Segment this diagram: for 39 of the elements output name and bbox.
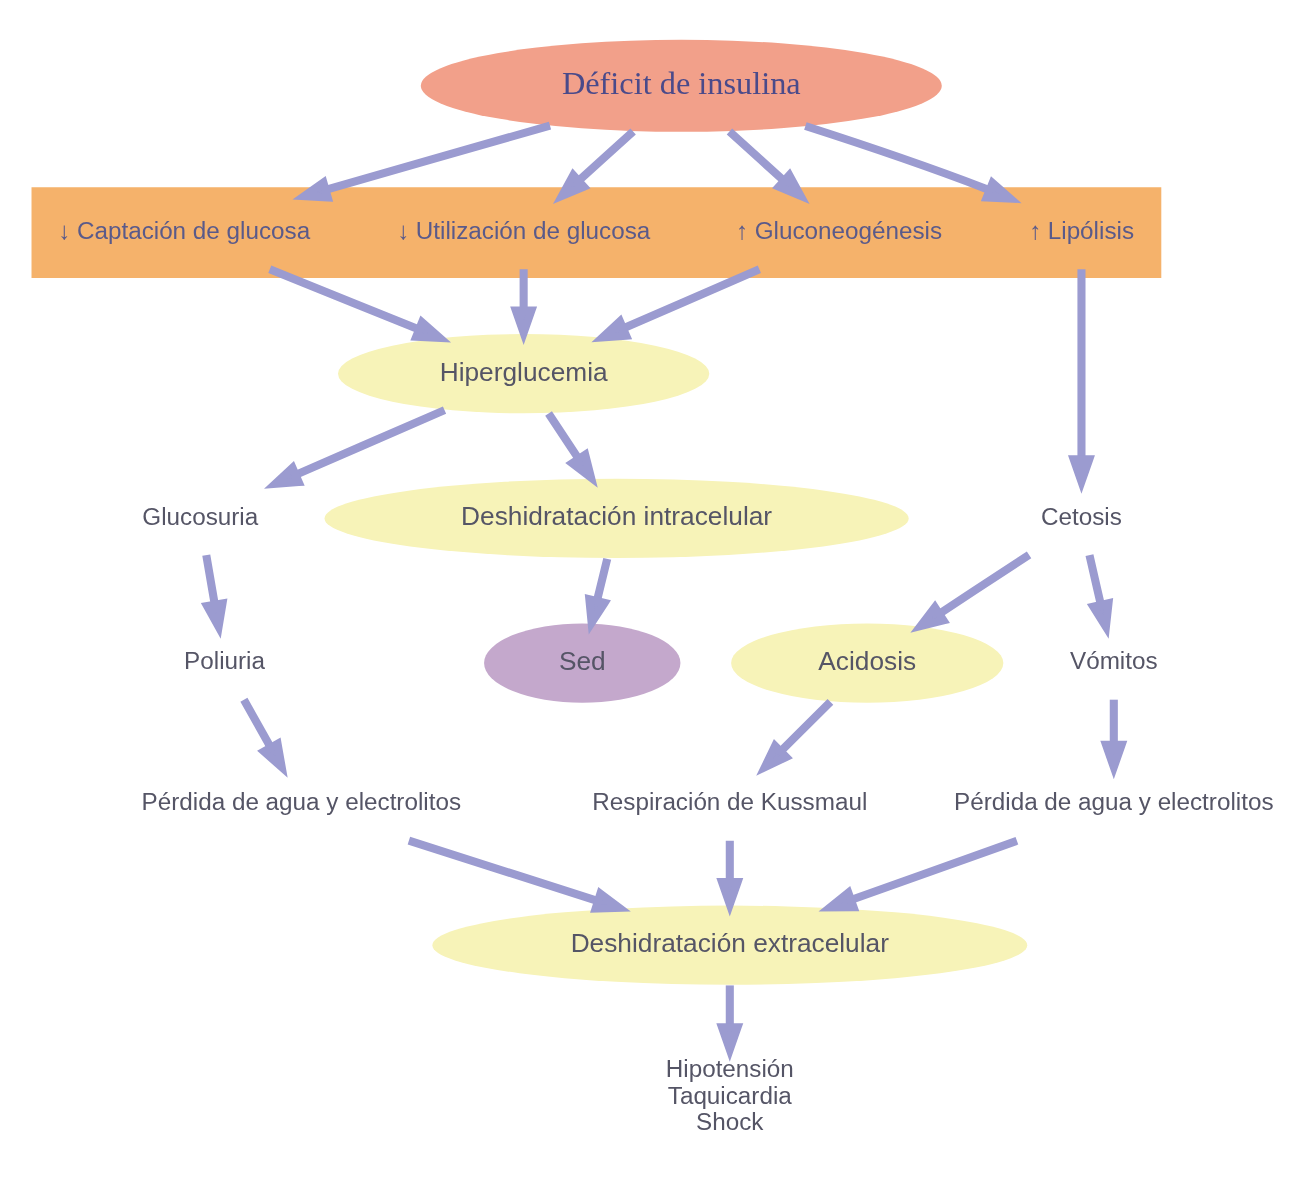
node-text: Vómitos [1070,646,1158,674]
node-ellipse: Deshidratación intracelular [324,478,909,558]
arrow [1100,699,1128,779]
arrow [200,554,228,639]
arrow [292,121,552,202]
arrow [268,264,452,342]
arrow [1085,553,1114,639]
arrow [716,984,744,1062]
arrow [240,697,288,778]
node-ellipse: Sed [484,622,681,703]
arrow [264,405,447,489]
node-ellipse: Déficit de insulina [420,39,942,132]
node-ellipse: Deshidratación extracelular [432,905,1028,985]
arrow [545,410,598,488]
node-text: ↑ Gluconeogénesis [735,216,943,244]
node-text: Glucosuria [142,502,259,530]
arrow [510,268,538,345]
node-text: Poliuria [184,646,265,674]
node-text: Pérdida de agua y electrolitos [141,787,462,815]
arrow [1068,268,1095,494]
arrow [584,557,612,635]
cluster [31,186,1162,278]
arrow [756,698,834,776]
node-text: ↑ Lipólisis [1028,216,1135,244]
node-text: Pérdida de agua y electrolitos [954,787,1274,815]
arrow [910,550,1032,633]
node-text: Respiración de Kussmaul [592,787,868,815]
node-ellipse: Acidosis [731,622,1004,703]
node-text: ↓ Captación de glucosa [58,216,311,244]
node-text: ↓ Utilización de glucosa [396,216,651,244]
arrow [818,836,1019,912]
arrow [716,840,744,916]
node-ellipse: Hiperglucemia [338,333,710,413]
node-text: Cetosis [1041,502,1122,530]
arrow [804,121,1022,203]
arrow [407,836,631,913]
node-text: Hipotensión Taquicardia Shock [665,1054,794,1135]
arrow [552,127,636,204]
arrow [726,127,810,204]
